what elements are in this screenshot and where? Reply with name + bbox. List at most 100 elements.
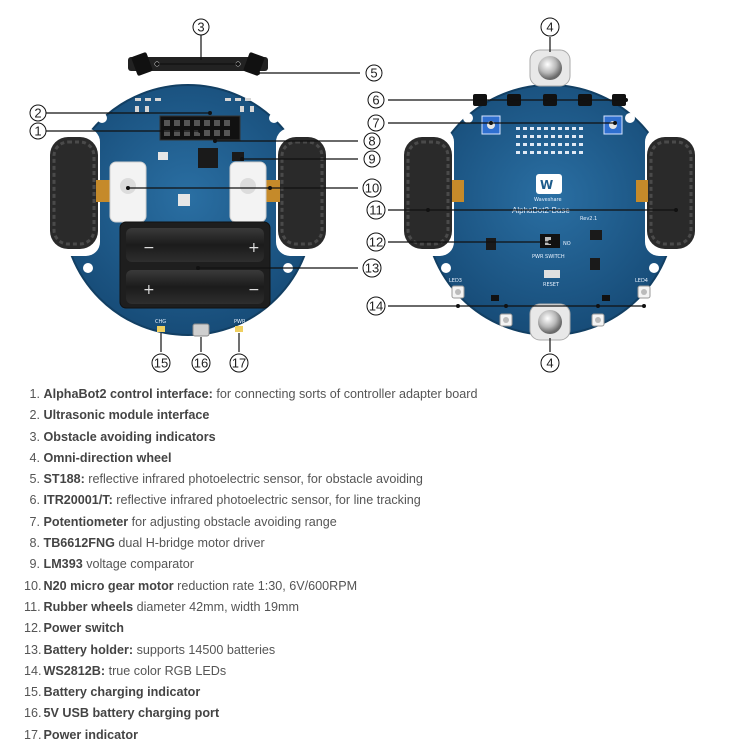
svg-text:−: − <box>143 240 155 256</box>
callout-5: 5 <box>365 64 383 82</box>
callout-14: 14 <box>366 296 386 316</box>
legend-item: 6. ITR20001/T: reflective infrared photo… <box>29 493 421 508</box>
mount-hole <box>463 113 473 123</box>
callout-10: 10 <box>362 178 382 198</box>
legend-item: 17. Power indicator <box>24 727 138 742</box>
motor-shaft <box>240 178 256 194</box>
silkscreen-grid <box>516 127 583 154</box>
battery-holder: − + + − <box>119 221 271 309</box>
smd-part <box>158 152 168 160</box>
omni-wheel-front <box>529 49 571 87</box>
led4-silk: LED4 <box>635 278 648 284</box>
callout-16-label: 16 <box>194 356 208 371</box>
control-interface-header <box>159 115 241 141</box>
legend-item: 9. LM393 voltage comparator <box>29 557 195 572</box>
legend-item: 11. Rubber wheels diameter 42mm, width 1… <box>24 599 299 614</box>
callout-dots <box>126 62 678 308</box>
reset-silk: RESET <box>543 282 560 288</box>
callout-11-label: 11 <box>369 203 383 218</box>
charge-indicator-led <box>157 326 165 332</box>
smd-part <box>590 230 602 240</box>
legend-item: 13. Battery holder: supports 14500 batte… <box>24 642 276 657</box>
callout-8: 8 <box>363 132 381 150</box>
callout-11: 11 <box>366 200 386 220</box>
mount-hole <box>649 263 659 273</box>
callout-17-label: 17 <box>232 356 246 371</box>
no-silk: NO <box>563 241 571 247</box>
callout-6: 6 <box>367 91 385 109</box>
waveshare-logo: W Waveshare <box>534 174 562 203</box>
comparator-chip <box>232 152 244 161</box>
callout-markers: 3 2 1 5 8 9 10 13 <box>29 17 560 373</box>
callout-12-label: 12 <box>369 235 383 250</box>
mount-hole <box>83 263 93 273</box>
callout-3-label: 3 <box>197 20 204 35</box>
mount-hole <box>441 263 451 273</box>
smd-components <box>135 98 254 112</box>
callout-5-label: 5 <box>370 66 377 81</box>
legend-item: 14. WS2812B: true color RGB LEDs <box>24 663 227 678</box>
callout-12: 12 <box>366 232 386 252</box>
callout-4-bottom: 4 <box>540 353 560 373</box>
svg-text:−: − <box>248 282 260 298</box>
legend-item: 3. Obstacle avoiding indicators <box>29 429 216 444</box>
callout-15: 15 <box>151 353 171 373</box>
callout-2-label: 2 <box>34 106 41 121</box>
chg-silk: CHG <box>155 319 166 325</box>
component-legend: 1. AlphaBot2 control interface: for conn… <box>24 384 734 746</box>
reset-button <box>544 270 560 278</box>
rubber-wheel-right <box>636 137 695 249</box>
legend-item: 5. ST188: reflective infrared photoelect… <box>29 472 423 487</box>
svg-text:+: + <box>248 240 260 256</box>
callout-15-label: 15 <box>154 356 168 371</box>
legend-item: 7. Potentiometer for adjusting obstacle … <box>29 514 337 529</box>
rev-silk: Rev2.1 <box>580 216 597 222</box>
board-diagram: − + + − CHG PWR <box>29 17 697 373</box>
legend-item: 12. Power switch <box>24 621 124 636</box>
callout-13-label: 13 <box>365 261 379 276</box>
callout-16: 16 <box>191 353 211 373</box>
mount-hole <box>269 113 279 123</box>
legend-item: 16. 5V USB battery charging port <box>24 706 220 721</box>
callout-1-label: 1 <box>34 124 41 139</box>
legend-item: 8. TB6612FNG dual H-bridge motor driver <box>29 536 265 551</box>
legend-item: 2. Ultrasonic module interface <box>29 408 210 423</box>
led3-silk: LED3 <box>449 278 462 284</box>
legend-item: 15. Battery charging indicator <box>24 685 201 700</box>
svg-text:+: + <box>143 282 155 298</box>
callout-9: 9 <box>363 150 381 168</box>
legend-item: 10. N20 micro gear motor reduction rate … <box>24 578 358 593</box>
svg-text:W: W <box>540 178 553 192</box>
smd-part <box>590 258 600 270</box>
callout-9-label: 9 <box>368 152 375 167</box>
pwr-switch-silk: PWR SWITCH <box>532 254 565 260</box>
mount-hole <box>97 113 107 123</box>
callout-10-label: 10 <box>365 181 379 196</box>
rgb-leds <box>451 285 651 327</box>
callout-1: 1 <box>29 122 47 140</box>
callout-14-label: 14 <box>369 299 383 314</box>
rubber-wheel-right <box>266 137 326 249</box>
callout-7: 7 <box>367 114 385 132</box>
smd-part <box>486 238 496 250</box>
callout-8-label: 8 <box>368 134 375 149</box>
callout-7-label: 7 <box>372 116 379 131</box>
smd-part <box>491 295 499 301</box>
pwr-silk: PWR <box>234 319 246 325</box>
callout-13: 13 <box>362 258 382 278</box>
brand-silk: Waveshare <box>534 197 562 203</box>
smd-part <box>602 295 610 301</box>
callout-2: 2 <box>29 104 47 122</box>
motor-driver-chip <box>198 148 218 168</box>
omni-wheel-rear <box>529 303 571 341</box>
callout-4-top: 4 <box>540 17 560 37</box>
callout-6-label: 6 <box>372 93 379 108</box>
mount-hole <box>625 113 635 123</box>
legend-item: 4. Omni-direction wheel <box>29 450 172 465</box>
callout-4-top-label: 4 <box>546 20 553 35</box>
callout-4-bottom-label: 4 <box>546 356 553 371</box>
left-board-top-view: − + + − CHG PWR <box>48 52 328 337</box>
power-indicator-led <box>235 326 243 332</box>
usb-port <box>192 323 210 337</box>
smd-part <box>178 194 190 206</box>
